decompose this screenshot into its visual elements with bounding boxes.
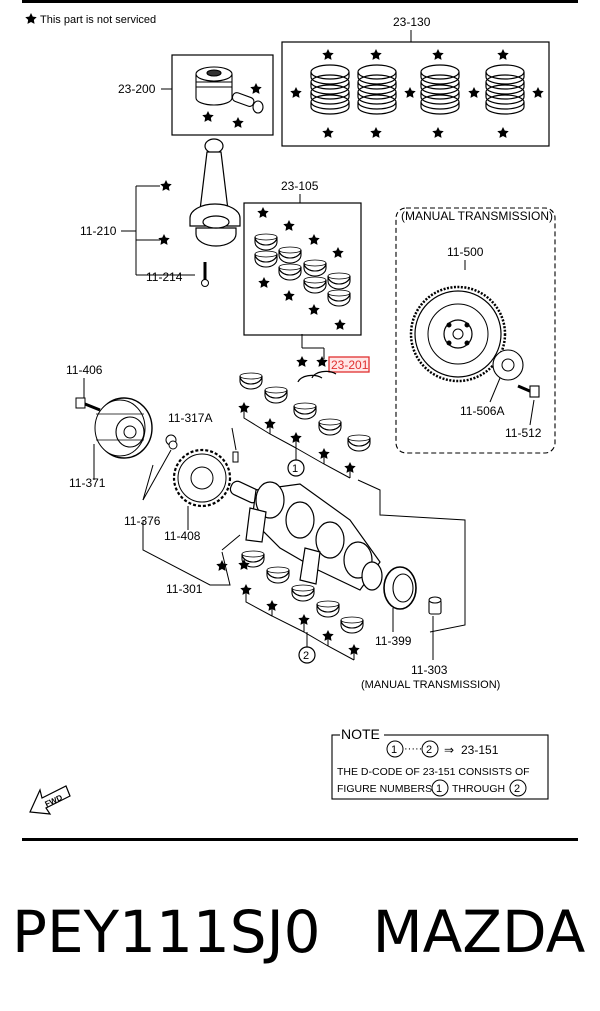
piston-box xyxy=(171,54,274,136)
note-box xyxy=(331,734,549,800)
piston-ring-sets xyxy=(310,64,525,115)
label-11-301: 11-301 xyxy=(166,582,203,596)
main-bearing-stars-lower xyxy=(240,584,360,655)
label-23-200: 23-200 xyxy=(118,82,156,96)
part-number: PEY111SJ0 xyxy=(12,898,321,966)
highlight-23-201[interactable] xyxy=(328,356,370,373)
note-line3-b: 2 xyxy=(514,783,520,795)
note-arrow: ⇒ xyxy=(444,743,454,757)
thrust-washer xyxy=(311,370,337,379)
note-to: 2 xyxy=(426,744,432,756)
parts-diagram: This part is not serviced 23-130 23-200 … xyxy=(25,13,556,815)
label-11-317A: 11-317A xyxy=(168,411,212,425)
pilot-bearing xyxy=(428,596,442,615)
star-icon xyxy=(296,356,308,367)
note-line3-mid: THROUGH xyxy=(452,783,505,795)
manual-trans-box xyxy=(395,207,556,454)
figure-number-2-text: 2 xyxy=(303,650,309,662)
star-icon xyxy=(25,13,37,24)
note-dots: ····· xyxy=(404,743,422,755)
label-11-500: 11-500 xyxy=(447,245,484,259)
fwd-arrow-icon: FWD xyxy=(29,785,71,815)
note-line3-a: 1 xyxy=(436,783,442,795)
note-line3-pre: FIGURE NUMBERS xyxy=(337,783,432,795)
top-rule xyxy=(22,0,578,3)
rod-bolt xyxy=(201,262,209,287)
note-from: 1 xyxy=(391,744,397,756)
label-11-406: 11-406 xyxy=(66,363,103,377)
label-11-512: 11-512 xyxy=(505,426,542,440)
label-11-408: 11-408 xyxy=(164,529,201,543)
piston-rings-box xyxy=(281,41,550,147)
flywheel xyxy=(409,285,507,383)
note-code: 23-151 xyxy=(461,743,499,757)
label-11-303: 11-303 xyxy=(411,663,448,677)
crank-pulley xyxy=(94,397,153,459)
sensor-plate xyxy=(172,448,232,508)
connecting-rod xyxy=(189,138,241,247)
crankshaft xyxy=(229,480,383,591)
label-manual-transmission-bottom: (MANUAL TRANSMISSION) xyxy=(361,679,500,691)
label-11-214: 11-214 xyxy=(146,270,183,284)
note-line2: THE D-CODE OF 23-151 CONSISTS OF xyxy=(337,766,530,778)
label-11-399: 11-399 xyxy=(375,634,412,648)
label-23-105: 23-105 xyxy=(281,179,319,193)
label-manual-transmission: (MANUAL TRANSMISSION) xyxy=(401,209,553,223)
brand-name: MAZDA xyxy=(372,898,586,966)
rod-bearing-shells xyxy=(254,233,351,307)
caption: PEY111SJ0 MAZDA xyxy=(12,900,592,964)
figure-number-1 xyxy=(287,459,305,477)
flywheel-bolt xyxy=(517,384,540,398)
main-bearing-shells-upper xyxy=(239,372,371,452)
star-icon xyxy=(160,180,172,191)
thrust-washer xyxy=(297,374,323,383)
figure-number-2 xyxy=(298,646,316,664)
oil-seal xyxy=(383,566,417,610)
piston xyxy=(195,66,264,114)
label-11-210: 11-210 xyxy=(80,224,117,238)
plug xyxy=(165,434,178,450)
label-11-506A: 11-506A xyxy=(460,404,504,418)
star-icon xyxy=(158,234,170,245)
backing-plate xyxy=(492,349,524,381)
label-23-130: 23-130 xyxy=(393,15,431,29)
figure-number-1-text: 1 xyxy=(292,463,298,475)
pulley-bolt xyxy=(75,397,101,412)
star-icon xyxy=(316,356,328,367)
crank-key xyxy=(232,451,239,463)
rod-bearings-box xyxy=(243,202,362,336)
label-11-371: 11-371 xyxy=(69,476,106,490)
star-note: This part is not serviced xyxy=(40,14,156,26)
bottom-rule xyxy=(22,838,578,841)
note-title: NOTE xyxy=(341,726,380,742)
label-23-201[interactable]: 23-201 xyxy=(331,358,369,372)
label-11-376: 11-376 xyxy=(124,514,161,528)
